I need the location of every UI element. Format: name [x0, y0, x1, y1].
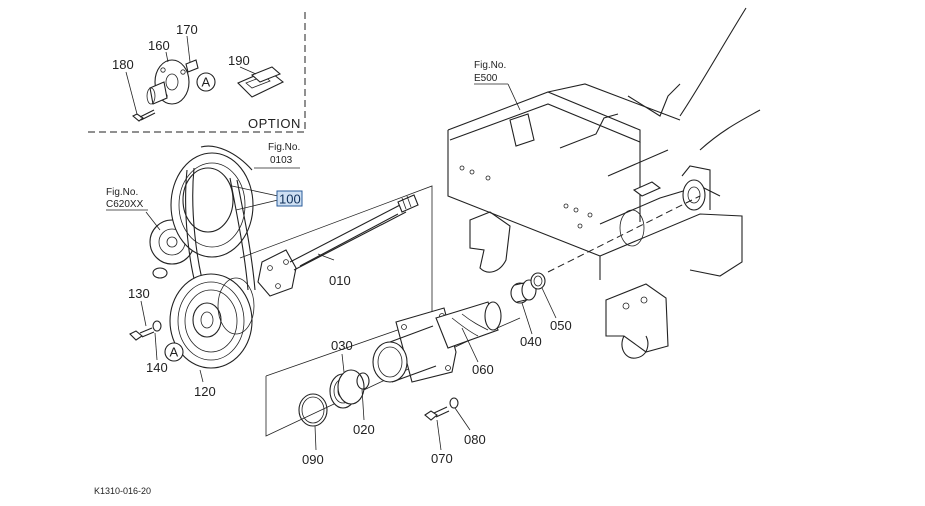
- part-label-090: 090: [302, 452, 324, 467]
- part-label-080: 080: [464, 432, 486, 447]
- part-label-050: 050: [550, 318, 572, 333]
- part-label-160: 160: [148, 38, 170, 53]
- option-label: OPTION: [248, 116, 301, 131]
- option-leaders: [125, 35, 257, 115]
- option-inset-border: [88, 12, 306, 133]
- marker-a-bottom: A: [170, 345, 179, 360]
- circlip-090: [298, 393, 328, 427]
- part-label-100[interactable]: 100: [279, 192, 301, 207]
- fig-ref-e500-code: E500: [474, 73, 498, 84]
- marker-a-top: A: [202, 75, 211, 90]
- fig-ref-c620xx-title: Fig.No.: [106, 187, 138, 198]
- pulley-belt-assembly: A: [129, 145, 256, 369]
- part-label-070: 070: [431, 451, 453, 466]
- fig-ref-e500-title: Fig.No.: [474, 60, 506, 71]
- snap-ring-020: [356, 372, 370, 390]
- fig-ref-c620xx-code: C620XX: [106, 199, 144, 210]
- fig-ref-0103-title: Fig.No.: [268, 142, 300, 153]
- bushing-040-050: [510, 272, 546, 304]
- part-label-120: 120: [194, 384, 216, 399]
- shaft-010: [239, 185, 433, 377]
- option-flange-assembly: A: [132, 59, 285, 122]
- part-label-020: 020: [353, 422, 375, 437]
- part-label-180: 180: [112, 57, 134, 72]
- part-label-140: 140: [146, 360, 168, 375]
- part-label-170: 170: [176, 22, 198, 37]
- highlight-box-100[interactable]: [276, 190, 303, 207]
- bolt-070: [424, 397, 459, 421]
- part-label-130: 130: [128, 286, 150, 301]
- housing-060: [372, 301, 502, 383]
- fig-ref-0103-code: 0103: [270, 155, 293, 166]
- part-label-010: 010: [329, 273, 351, 288]
- part-label-190: 190: [228, 53, 250, 68]
- frame-e500: [447, 7, 761, 359]
- part-label-060: 060: [472, 362, 494, 377]
- part-label-030: 030: [331, 338, 353, 353]
- center-line: [547, 195, 701, 273]
- drawing-code: K1310-016-20: [94, 486, 151, 496]
- main-leaders: [106, 83, 557, 451]
- part-label-040: 040: [520, 334, 542, 349]
